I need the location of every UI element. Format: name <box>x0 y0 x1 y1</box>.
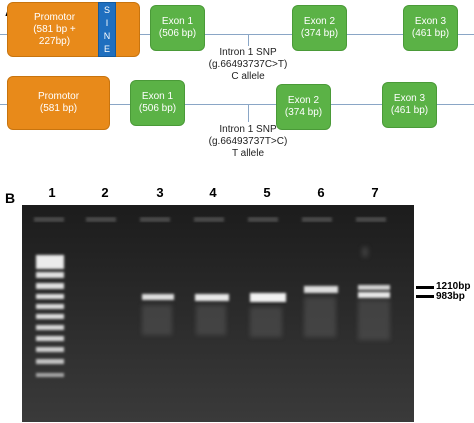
promotor-box-bottom: Promotor (581 bp) <box>7 76 110 130</box>
promotor-size-extra: 227bp) <box>38 35 71 47</box>
exon-name: Exon 2 <box>287 95 320 106</box>
marker-1210-line <box>416 286 434 289</box>
snp-allele: C allele <box>231 71 265 82</box>
exon-name: Exon 1 <box>141 91 174 102</box>
exon-name: Exon 2 <box>303 16 336 27</box>
ladder-bands <box>36 255 64 377</box>
exon-1-box-top: Exon 1 (506 bp) <box>150 5 205 51</box>
marker-1210-label: 1210bp <box>436 281 471 292</box>
snp-title: Intron 1 SNP <box>219 124 277 135</box>
band-lane-3 <box>142 294 174 300</box>
band-lane-5 <box>250 293 286 302</box>
exon-size: (461 bp) <box>411 28 450 39</box>
lane-number: 1 <box>48 185 56 200</box>
sine-letter: N <box>103 31 111 42</box>
snp-c-label: Intron 1 SNP (g.66493737C>T) C allele <box>198 47 298 83</box>
exon-name: Exon 3 <box>414 16 447 27</box>
sine-letter: E <box>103 44 110 55</box>
marker-983-label: 983bp <box>436 291 465 302</box>
sine-letter: I <box>105 17 109 28</box>
snp-variant: (g.66493737C>T) <box>208 59 288 70</box>
lane-number: 7 <box>371 185 379 200</box>
exon-1-box-bottom: Exon 1 (506 bp) <box>130 80 185 126</box>
gene-line-bottom <box>0 104 474 105</box>
lane-number: 4 <box>209 185 217 200</box>
lane-number: 5 <box>263 185 271 200</box>
promotor-title: Promotor <box>37 91 80 102</box>
promotor-title: Promotor <box>33 11 76 23</box>
exon-2-box-top: Exon 2 (374 bp) <box>292 5 347 51</box>
promotor-size: (581 bp + <box>33 23 76 35</box>
lane-number: 3 <box>156 185 164 200</box>
band-lane-6 <box>304 286 338 293</box>
promotor-box-top-end <box>116 2 140 57</box>
exon-size: (506 bp) <box>138 103 177 114</box>
lane-number: 6 <box>317 185 325 200</box>
exon-size: (374 bp) <box>284 107 323 118</box>
exon-size: (374 bp) <box>300 28 339 39</box>
snp-tick-top <box>248 34 249 46</box>
sine-element: S I N E <box>98 2 116 57</box>
band-lane-4 <box>195 294 229 301</box>
gel-svg <box>22 205 414 422</box>
lane-number: 2 <box>101 185 109 200</box>
exon-3-box-top: Exon 3 (461 bp) <box>403 5 458 51</box>
snp-title: Intron 1 SNP <box>219 47 277 58</box>
snp-variant: (g.66493737T>C) <box>208 136 288 147</box>
band-lane-7-upper <box>358 285 390 290</box>
promotor-size: (581 bp) <box>39 103 78 114</box>
exon-size: (461 bp) <box>390 105 429 116</box>
band-lane-7-lower <box>358 292 390 298</box>
exon-3-box-bottom: Exon 3 (461 bp) <box>382 82 437 128</box>
snp-allele: T allele <box>231 148 265 159</box>
promotor-box-top: Promotor (581 bp + 227bp) <box>7 2 102 57</box>
sample-bands <box>142 285 390 302</box>
gel-haze <box>142 247 390 340</box>
marker-983-line <box>416 295 434 298</box>
exon-name: Exon 1 <box>161 16 194 27</box>
gel-image <box>22 205 414 422</box>
panel-b-letter: B <box>5 190 16 206</box>
snp-tick-bottom <box>248 104 249 122</box>
gene-line-top <box>0 34 474 35</box>
exon-size: (506 bp) <box>158 28 197 39</box>
exon-name: Exon 3 <box>393 93 426 104</box>
gel-wells <box>34 217 386 222</box>
snp-t-label: Intron 1 SNP (g.66493737T>C) T allele <box>198 124 298 160</box>
exon-2-box-bottom: Exon 2 (374 bp) <box>276 84 331 130</box>
sine-letter: S <box>103 4 110 15</box>
